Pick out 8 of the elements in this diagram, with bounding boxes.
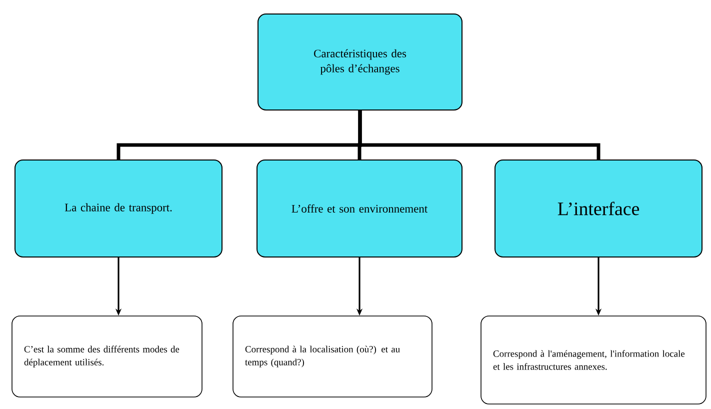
description-box: Correspond à l'aménagement, l'information locale et les infrastructures annexes. — [480, 316, 706, 404]
description-box: Correspond à la localisation (où?) et au temps (quand?) — [232, 316, 432, 398]
description-box: C’est la somme des différents modes de déplacement utilisés. — [12, 316, 202, 398]
category-box: L’interface — [494, 160, 702, 258]
title-box: Caractéristiques des pôles d’échanges — [258, 14, 462, 110]
category-box: L’offre et son environnement — [256, 160, 462, 258]
category-box: La chaine de transport. — [14, 160, 222, 258]
connector-line — [358, 110, 600, 160]
